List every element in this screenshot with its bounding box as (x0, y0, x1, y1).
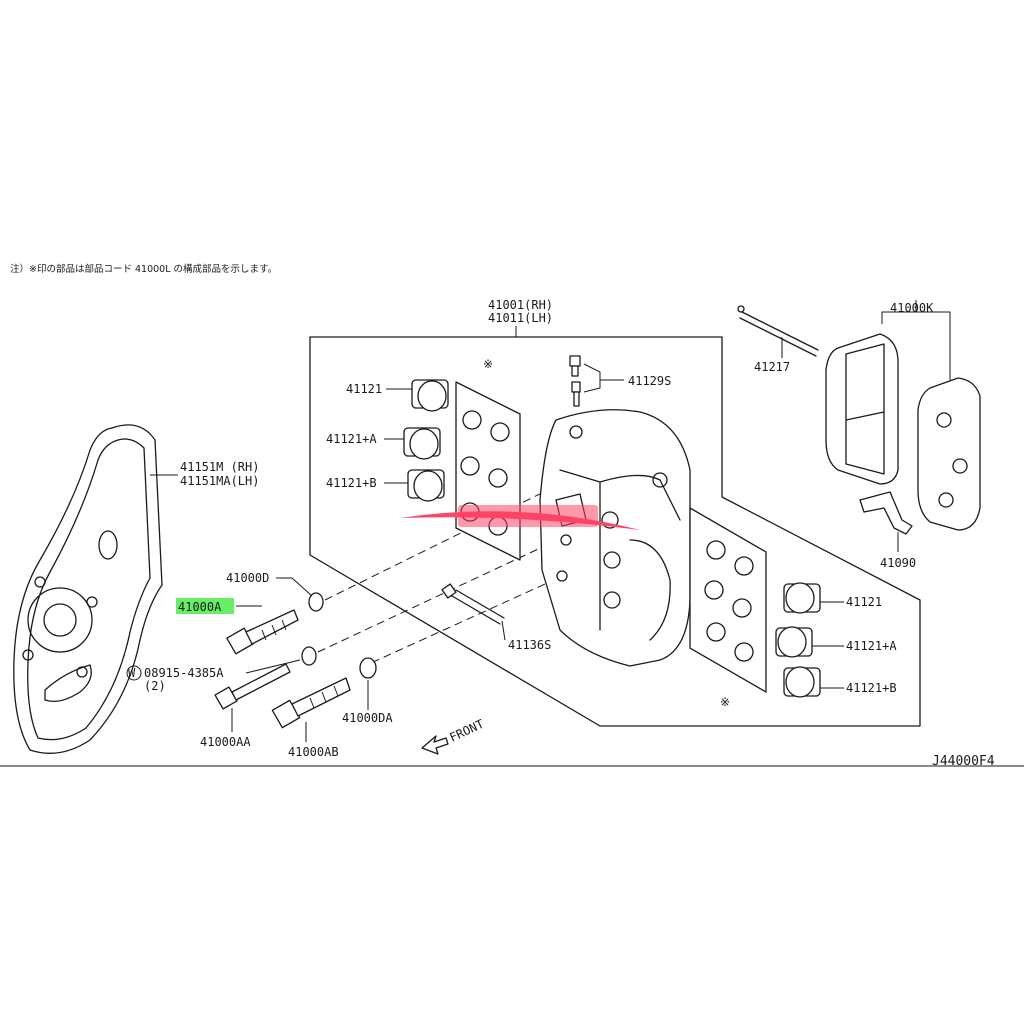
label-washer-w: 08915-4385A (144, 666, 224, 680)
label-plate-rh: 41151M (RH) (180, 460, 259, 474)
washer-08915-leader (245, 659, 301, 674)
pin-41217 (737, 305, 819, 358)
label-bolt-a: 41000A (178, 600, 222, 614)
bolt-41000aa (214, 663, 291, 732)
kit-mark-top: ※ (483, 357, 493, 371)
bleeder-screws (569, 355, 624, 407)
label-piston-mid-right: 41121+A (846, 639, 897, 653)
front-label: FRONT (447, 717, 486, 745)
label-bolt-aa: 41000AA (200, 735, 251, 749)
note-text: 注）※印の部品は部品コード 41000L の構成部品を示します。 (10, 263, 277, 275)
seal-plate-right (689, 507, 767, 693)
front-arrow-icon (421, 735, 449, 755)
clip-41090 (859, 491, 913, 552)
caliper-assembly-outline (309, 336, 921, 727)
label-plate-lh: 41151MA(LH) (180, 474, 259, 488)
kit-mark-bottom: ※ (720, 695, 730, 709)
w-marker-circle (126, 665, 142, 681)
washer-41000d (308, 592, 324, 612)
seal-plate-left (455, 381, 521, 561)
bolt-41000ab (271, 677, 351, 742)
label-pin: 41217 (754, 360, 790, 374)
bolt-41000a (226, 609, 299, 655)
highlight-41000a (176, 598, 234, 614)
bolt-41136s (441, 583, 506, 641)
brake-pad-outer (917, 377, 981, 531)
label-washer-d: 41000D (226, 571, 269, 585)
mounting-plate (13, 424, 163, 754)
piston-mid-left (403, 427, 441, 460)
label-pad-kit: 41000K (890, 301, 934, 315)
label-washer-da: 41000DA (342, 711, 393, 725)
label-piston-mid-left: 41121+A (326, 432, 377, 446)
label-caliper-rh: 41001(RH) (488, 298, 553, 312)
w-marker-letter: W (128, 666, 136, 680)
assembly-line-1 (324, 485, 557, 601)
caliper-body (539, 409, 691, 667)
piston-mid-right (775, 626, 813, 658)
washer-08915 (301, 646, 317, 666)
piston-bot-right (783, 666, 821, 698)
piston-bot-left (407, 469, 445, 502)
brake-pad-inner (825, 333, 899, 485)
label-bolt-ab: 41000AB (288, 745, 339, 759)
label-bleeder: 41129S (628, 374, 671, 388)
label-bolt-s: 41136S (508, 638, 551, 652)
label-caliper-lh: 41011(LH) (488, 311, 553, 325)
label-piston-bot-right: 41121+B (846, 681, 897, 695)
label-piston-top-left: 41121 (346, 382, 382, 396)
piston-top-right (783, 582, 821, 614)
washer-41000da (359, 657, 377, 679)
piston-top-left (411, 379, 449, 412)
label-clip: 41090 (880, 556, 916, 570)
washer-41000d-leader (276, 577, 313, 597)
label-piston-bot-left: 41121+B (326, 476, 377, 490)
label-piston-top-right: 41121 (846, 595, 882, 609)
diagram-code: J44000F4 (932, 754, 995, 769)
label-washer-w-qty: (2) (144, 679, 166, 693)
watermark-logo-block (458, 505, 598, 527)
